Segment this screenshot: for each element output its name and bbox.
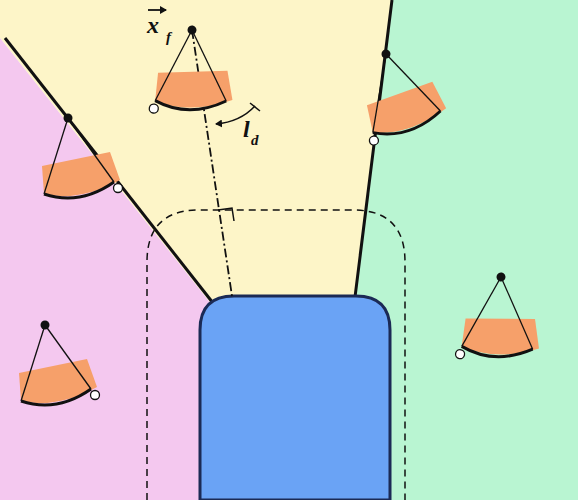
sensor-fov	[459, 305, 544, 364]
fov-arc	[21, 389, 91, 405]
fov-arc	[461, 335, 533, 365]
pink-region	[0, 38, 212, 500]
length-symbol: l	[243, 117, 250, 141]
inflated-boundary	[147, 210, 405, 500]
sensor-position	[187, 25, 197, 35]
sensor-position	[64, 114, 73, 123]
sensor-icon	[357, 42, 450, 145]
fov-edge	[362, 54, 396, 133]
fov-edge	[68, 118, 114, 182]
target-point	[369, 135, 379, 145]
sensor-position	[496, 272, 507, 283]
sensor-position	[41, 321, 50, 330]
right-angle-mark	[218, 208, 234, 221]
target-point	[114, 184, 123, 193]
obstacle	[200, 296, 390, 500]
fov-edge	[45, 325, 91, 389]
subscript: f	[166, 30, 171, 45]
fov-edge	[181, 30, 237, 101]
fov-edge	[44, 118, 68, 194]
fov-edge	[155, 26, 192, 105]
sensor-fov	[153, 59, 237, 116]
fov-arc	[371, 111, 443, 137]
fov-edge	[462, 272, 501, 351]
target-point	[455, 349, 466, 360]
sensor-icon	[42, 114, 123, 199]
fov-arc	[154, 89, 226, 117]
sensor-position	[381, 49, 391, 59]
sensor-icon	[149, 21, 244, 127]
fov-edge	[386, 48, 440, 118]
boundary-line	[355, 0, 392, 297]
fov-arc	[44, 182, 114, 198]
sensor-icon	[455, 267, 553, 375]
sensor-icon	[19, 321, 100, 406]
distance-line	[192, 30, 232, 296]
subscript: d	[251, 133, 259, 148]
ld-tick	[250, 103, 260, 111]
vector-symbol: x	[147, 13, 159, 37]
vector-arrow	[148, 9, 166, 11]
fov-edge	[488, 277, 546, 349]
target-point	[149, 103, 159, 113]
fov-edge	[21, 325, 45, 401]
target-point	[91, 391, 100, 400]
